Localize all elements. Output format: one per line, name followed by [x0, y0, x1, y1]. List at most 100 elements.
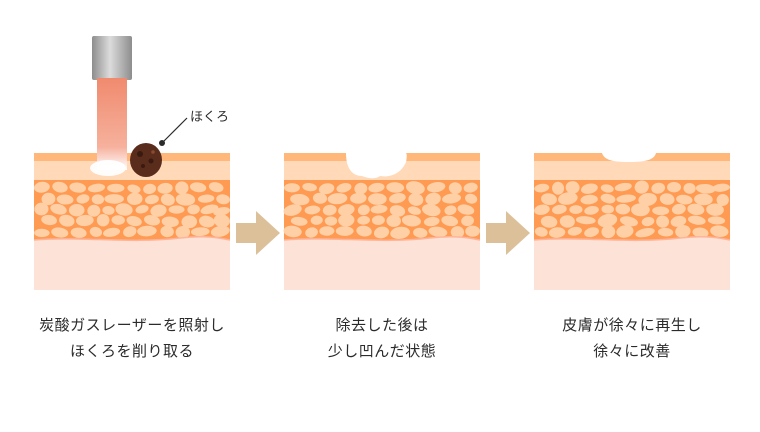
dermis-cell: [676, 194, 693, 205]
dermis-cell: [457, 204, 475, 215]
dermis-cell: [390, 226, 410, 239]
dermis-cell: [103, 227, 121, 237]
dermis-cell: [187, 204, 200, 215]
dermis-cell: [357, 215, 370, 225]
dermis-cell: [386, 214, 401, 227]
dermis-cell: [600, 184, 614, 193]
dermis-cell: [50, 203, 67, 215]
dermis-cell: [368, 193, 387, 205]
dermis-cell: [616, 225, 634, 238]
step-1-line-2: ほくろを削り取る: [69, 342, 194, 360]
dermis-cell: [580, 194, 598, 205]
dermis-cell: [304, 205, 321, 215]
dermis-cell: [104, 194, 124, 204]
dermis-cell: [463, 182, 478, 193]
dermis-cell: [213, 214, 230, 228]
step-2-caption: 除去した後は 少し凹んだ状態: [257, 312, 507, 364]
dermis-cell: [601, 204, 615, 214]
dermis-cell: [137, 225, 157, 237]
dermis-cell: [565, 181, 580, 194]
laser-head-icon: [92, 36, 132, 80]
mole-icon: [90, 143, 162, 177]
dermis-cell: [216, 194, 230, 205]
dermis-cell: [631, 203, 650, 217]
dermis-cell: [652, 206, 670, 216]
dermis-cell: [657, 227, 674, 237]
dermis-cell: [33, 181, 50, 193]
dermis-cell: [667, 181, 682, 193]
dermis-cell: [157, 182, 173, 194]
dermis-cell: [569, 205, 583, 214]
dermis-cell: [389, 205, 406, 217]
skin-panel-3: [533, 153, 731, 290]
step-2-line-2: 少し凹んだ状態: [327, 342, 437, 360]
dermis-cell: [422, 204, 441, 217]
dermis-cell: [69, 182, 87, 193]
dermis-cell: [575, 216, 596, 225]
mole-label: ほくろ: [190, 110, 230, 125]
dermis-cell: [541, 193, 557, 206]
dermis-cell: [51, 227, 69, 238]
dermis-cell: [687, 203, 705, 216]
skin-panel-1: [33, 153, 231, 290]
dermis-cell: [168, 205, 185, 214]
dermis-cell: [710, 225, 729, 237]
dermis-cell: [368, 182, 385, 193]
dermis-cell: [695, 183, 716, 194]
dermis-cell: [389, 193, 406, 204]
dermis-cell: [534, 227, 548, 237]
dermis-cell: [56, 194, 74, 205]
dermis-cell: [107, 183, 125, 193]
dermis-cell: [175, 225, 191, 239]
dermis-cell: [671, 203, 686, 215]
dermis-cell: [461, 215, 474, 227]
step-3-caption: 皮膚が徐々に再生し 徐々に改善: [507, 312, 757, 364]
dermis-cell: [290, 193, 310, 206]
dermis-cell: [540, 215, 558, 228]
dermis-cell: [34, 202, 49, 216]
dermis-cell: [161, 216, 179, 228]
dermis-cell: [327, 193, 348, 205]
dermis-cell: [534, 183, 550, 193]
dermis-cell: [76, 194, 90, 204]
dermis-cell: [336, 182, 352, 193]
dermis-cell: [284, 183, 300, 193]
dermis-cell: [373, 226, 390, 239]
dermis-cell: [160, 225, 174, 238]
dermis-cell: [135, 204, 149, 214]
dermis-cell: [123, 226, 137, 238]
dermis-cell: [635, 227, 655, 238]
dermis-cell: [386, 182, 405, 193]
dermis-cell: [692, 227, 709, 238]
dermis-cell: [597, 213, 618, 228]
dermis-cell: [601, 225, 616, 239]
dermis-cell: [638, 192, 657, 207]
dermis-cell: [126, 192, 143, 205]
dermis-cell: [600, 193, 616, 204]
dermis-cell: [126, 215, 142, 227]
dermis-cell: [87, 183, 106, 193]
dermis-cell: [319, 226, 335, 236]
dermis-cell: [615, 203, 631, 215]
dermis-cell: [115, 203, 133, 216]
dermis-cell: [160, 193, 175, 206]
step-3-line-1: 皮膚が徐々に再生し: [562, 316, 702, 334]
dermis-cell: [354, 182, 368, 195]
arrow-right-icon: [486, 211, 530, 255]
laser-beam: [97, 78, 127, 170]
dermis-cell: [41, 192, 56, 206]
dermis-cell: [567, 226, 582, 236]
dermis-cell: [370, 204, 388, 214]
dermis-cell: [87, 204, 101, 217]
dermis-cell: [189, 182, 207, 193]
dermis-cell: [198, 215, 215, 228]
dermis-cell: [427, 182, 446, 193]
dermis-cell: [423, 216, 440, 227]
dermis-cell: [356, 225, 372, 237]
dermis-cell: [96, 213, 110, 227]
dermis-cell: [407, 206, 421, 215]
dermis-cell: [634, 180, 649, 194]
dermis-cell: [548, 227, 566, 238]
